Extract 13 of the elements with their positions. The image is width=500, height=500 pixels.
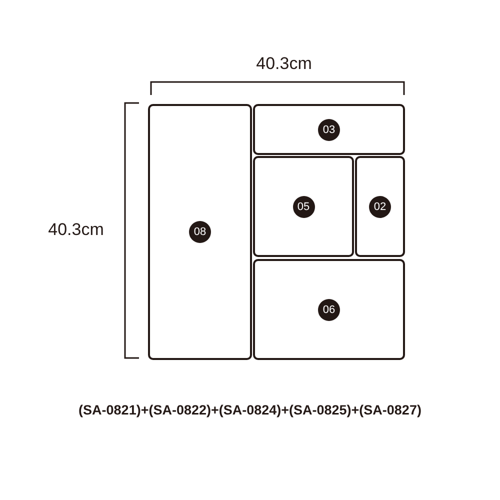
number-badge: 06: [318, 298, 340, 320]
dimension-label: 40.3cm: [256, 54, 312, 74]
number-badge: 02: [369, 196, 391, 218]
compartment-box: [253, 156, 354, 257]
model-numbers: (SA-0821)+(SA-0822)+(SA-0824)+(SA-0825)+(SA-0827): [78, 402, 422, 418]
compartment-box: [253, 259, 405, 360]
number-badge: 05: [292, 196, 314, 218]
compartment-box: [148, 104, 252, 360]
dimension-label: 40.3cm: [48, 220, 104, 240]
compartment-box: [355, 156, 405, 257]
number-badge: 03: [318, 118, 340, 140]
number-badge: 08: [189, 221, 211, 243]
compartment-box: [253, 104, 405, 155]
